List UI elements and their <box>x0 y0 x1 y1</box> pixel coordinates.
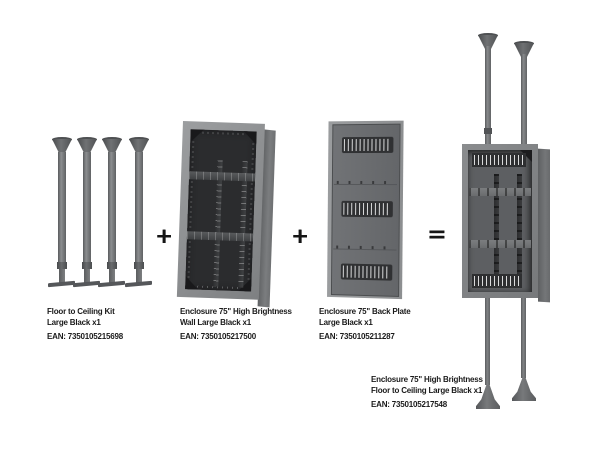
vent-strip <box>472 153 526 167</box>
pole-collar <box>134 262 144 269</box>
product-ean: EAN: 7350105215698 <box>47 332 124 341</box>
enclosure-rear-face <box>462 144 538 298</box>
enclosure-body <box>462 144 552 304</box>
ceiling-pole-graphic <box>73 137 101 290</box>
vent-strip <box>340 263 393 281</box>
vent-strip <box>341 136 394 154</box>
pole-rod <box>109 269 115 283</box>
enclosure-back-plate-rear <box>468 150 532 292</box>
pole-rod <box>59 269 65 283</box>
pole-flare <box>102 139 122 153</box>
pole-foot <box>73 280 100 288</box>
product-label-wall-enclosure: Enclosure 75" High Brightness Wall Large… <box>180 306 292 342</box>
product-ean: EAN: 7350105217548 <box>371 400 448 409</box>
ceiling-pole-graphic <box>98 137 126 290</box>
wall-enclosure-illustration <box>176 121 278 310</box>
mount-rail-horizontal <box>469 240 531 248</box>
equals-operator: = <box>427 222 447 248</box>
mount-rail-horizontal <box>469 188 531 196</box>
pole-shaft <box>485 298 490 385</box>
product-label-floor-to-ceiling-kit: Floor to Ceiling Kit Large Black x1 EAN:… <box>47 306 123 342</box>
perforation-strip <box>187 131 195 288</box>
ceiling-pole-graphic <box>125 137 153 290</box>
pole-shaft <box>485 46 491 146</box>
pole-shaft <box>135 152 143 264</box>
plus-operator: + <box>291 224 309 248</box>
pole-shaft <box>108 152 116 264</box>
plus-operator: + <box>155 224 173 248</box>
product-ean: EAN: 7350105217500 <box>180 332 257 341</box>
product-name-line: Enclosure 75" Back Plate <box>319 307 411 316</box>
panel-seam <box>333 183 398 186</box>
enclosure-side-panel <box>538 148 550 303</box>
pole-rod <box>136 269 142 283</box>
product-label-assembled-unit: Enclosure 75" High Brightness Floor to C… <box>371 374 483 410</box>
floor-to-ceiling-kit-illustration <box>48 137 154 290</box>
pole-collar <box>57 262 67 269</box>
pole-flare <box>52 139 72 153</box>
product-name-line: Large Black x1 <box>319 318 373 327</box>
corner-bracket <box>185 276 198 289</box>
mount-rail-horizontal <box>186 231 254 242</box>
pole-foot <box>125 280 152 288</box>
product-label-back-plate: Enclosure 75" Back Plate Large Black x1 … <box>319 306 411 342</box>
pole-shaft <box>521 298 526 378</box>
pole-foot <box>512 378 536 401</box>
perforation-strip <box>247 133 255 290</box>
product-name-line: Enclosure 75" High Brightness <box>180 307 292 316</box>
product-name-line: Wall Large Black x1 <box>180 318 252 327</box>
product-name-line: Enclosure 75" High Brightness <box>371 375 483 384</box>
pole-collar <box>82 262 92 269</box>
ceiling-pole-graphic <box>48 137 76 290</box>
pole-shaft <box>521 54 527 146</box>
back-plate-panel <box>330 123 401 297</box>
vent-strip <box>341 200 393 218</box>
pole-flare <box>129 139 149 153</box>
screw-row <box>336 180 395 185</box>
pole-foot <box>98 280 125 288</box>
pole-flare <box>77 139 97 153</box>
enclosure-opening <box>185 129 257 292</box>
vesa-rail-vertical <box>494 174 499 274</box>
assembled-unit-illustration <box>455 28 580 428</box>
product-ean: EAN: 7350105211287 <box>319 332 395 341</box>
enclosure-front-frame <box>176 121 265 300</box>
product-name-line: Floor to Ceiling Large Black x1 <box>371 386 483 395</box>
product-name-line: Large Black x1 <box>47 318 101 327</box>
vesa-rail-vertical <box>517 174 522 274</box>
vent-strip <box>472 274 522 288</box>
product-name-line: Floor to Ceiling Kit <box>47 307 115 316</box>
back-plate-illustration <box>327 120 404 300</box>
mount-rail-horizontal <box>188 171 256 182</box>
pole-collar <box>484 128 492 134</box>
pole-rod <box>84 269 90 283</box>
pole-shaft <box>58 152 66 264</box>
pole-collar <box>107 262 117 269</box>
pole-shaft <box>83 152 91 264</box>
pole-foot <box>48 280 75 288</box>
